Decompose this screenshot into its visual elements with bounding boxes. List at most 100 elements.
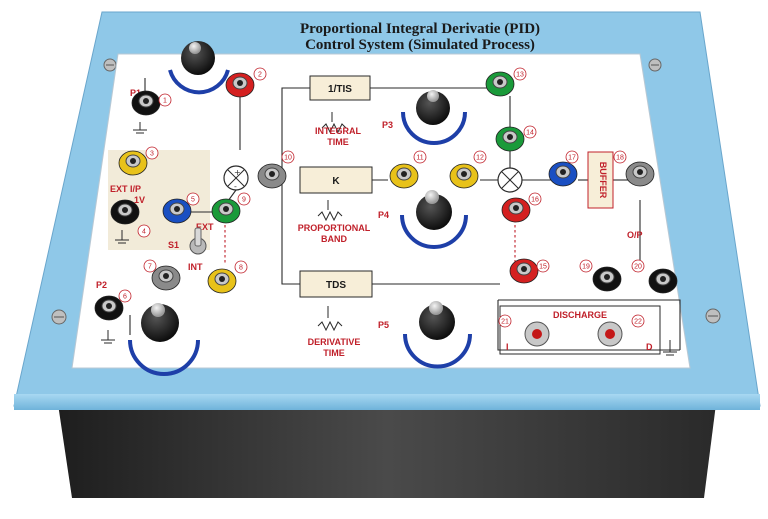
terminal-number-11: 11: [413, 150, 427, 164]
label-proportional-band: BAND: [321, 234, 347, 244]
svg-text:16: 16: [531, 197, 539, 204]
screw-icon: [648, 58, 662, 72]
terminal-number-19: 19: [579, 259, 593, 273]
summer-plus-sign: +: [234, 168, 241, 177]
svg-text:15: 15: [539, 264, 547, 271]
svg-text:11: 11: [416, 155, 423, 162]
terminal-socket-3[interactable]: [118, 150, 148, 176]
ground-icon: [115, 230, 129, 244]
toggle-switch-s1[interactable]: [189, 227, 207, 255]
summer-minus-sign: -: [234, 182, 237, 191]
label-p1: P1: [130, 88, 141, 98]
terminal-socket-10[interactable]: [257, 163, 287, 189]
svg-text:12: 12: [476, 155, 484, 162]
svg-text:10: 10: [284, 155, 292, 162]
potentiometer-knob-p5[interactable]: [403, 301, 472, 369]
discharge-switch-integral[interactable]: [524, 321, 550, 347]
label-ext: EXT: [196, 222, 214, 232]
svg-text:18: 18: [616, 155, 624, 162]
svg-text:8: 8: [239, 265, 243, 272]
ground-icon: [133, 122, 147, 134]
label-discharge-i: I: [506, 342, 509, 352]
terminal-socket-8[interactable]: [207, 268, 237, 294]
label-p3: P3: [382, 120, 393, 130]
potentiometer-knob-p3[interactable]: [401, 90, 467, 145]
integral-block: [309, 75, 371, 101]
terminal-number-20: 20: [631, 259, 645, 273]
terminal-socket-20[interactable]: [648, 268, 678, 294]
potentiometer-knob-p1[interactable]: [168, 41, 230, 95]
terminal-socket-6[interactable]: [94, 295, 124, 321]
summing-junction-icon: [497, 167, 523, 193]
label-discharge: DISCHARGE: [553, 310, 607, 320]
terminal-socket-15[interactable]: [509, 258, 539, 284]
terminal-number-4: 4: [137, 224, 151, 238]
ground-icon: [101, 330, 115, 344]
svg-text:1: 1: [163, 98, 167, 105]
buffer-block: [587, 151, 614, 209]
terminal-socket-18[interactable]: [625, 161, 655, 187]
terminal-number-7: 7: [143, 259, 157, 273]
terminal-socket-12[interactable]: [449, 163, 479, 189]
terminal-sockets: [94, 71, 678, 321]
svg-text:17: 17: [568, 155, 576, 162]
terminal-number-12: 12: [473, 150, 487, 164]
title-line-2: Control System (Simulated Process): [305, 37, 535, 53]
terminal-socket-14[interactable]: [495, 126, 525, 152]
screw-icon: [51, 309, 67, 325]
label-p5: P5: [378, 320, 389, 330]
terminal-socket-9[interactable]: [211, 198, 241, 224]
potentiometer-symbol-icon: [317, 200, 343, 222]
terminal-socket-4[interactable]: [110, 199, 140, 225]
proportional-block-label: K: [332, 176, 340, 187]
terminal-socket-16[interactable]: [501, 197, 531, 223]
terminal-number-1: 1: [158, 93, 172, 107]
label-ext-ip: EXT I/P: [110, 184, 141, 194]
label-integral: INTEGRAL: [315, 126, 362, 136]
title-line-1: Proportional Integral Derivatie (PID): [300, 21, 540, 37]
svg-text:21: 21: [501, 319, 509, 326]
svg-text:19: 19: [582, 264, 590, 271]
potentiometer-symbol-icon: [317, 306, 343, 332]
terminal-number-13: 13: [513, 67, 527, 81]
discharge-switch-derivative[interactable]: [597, 321, 623, 347]
potentiometer-knob-p2[interactable]: [128, 303, 200, 376]
svg-text:6: 6: [123, 294, 127, 301]
terminal-number-3: 3: [145, 146, 159, 160]
label-int: INT: [188, 262, 203, 272]
enclosure-box: [58, 404, 716, 498]
svg-text:13: 13: [516, 72, 524, 79]
terminal-socket-11[interactable]: [389, 163, 419, 189]
terminal-number-2: 2: [253, 67, 267, 81]
discharge-panel: [499, 305, 661, 355]
terminal-number-21: 21: [498, 314, 512, 328]
label-ext-ip-range: 1V: [134, 195, 145, 205]
ground-icon: [663, 340, 677, 356]
terminal-socket-2[interactable]: [225, 72, 255, 98]
label-proportional: PROPORTIONAL: [298, 223, 371, 233]
terminal-socket-5[interactable]: [162, 198, 192, 224]
terminal-socket-1[interactable]: [131, 90, 161, 116]
screw-icon: [705, 308, 721, 324]
svg-text:7: 7: [148, 264, 152, 271]
svg-text:5: 5: [191, 197, 195, 204]
terminal-number-10: 10: [281, 150, 295, 164]
potentiometer-symbol-icon: [321, 112, 347, 134]
summing-junction-icon: + -: [223, 165, 249, 191]
terminal-socket-13[interactable]: [485, 71, 515, 97]
terminal-socket-7[interactable]: [151, 265, 181, 291]
svg-text:20: 20: [634, 264, 642, 271]
terminal-number-17: 17: [565, 150, 579, 164]
terminal-socket-19[interactable]: [592, 266, 622, 292]
terminal-socket-17[interactable]: [548, 161, 578, 187]
label-integral-time: TIME: [327, 137, 349, 147]
terminal-number-14: 14: [523, 125, 537, 139]
derivative-block: [299, 270, 373, 298]
potentiometer-knob-p4[interactable]: [400, 190, 468, 249]
integral-block-label: 1/TIS: [328, 84, 352, 95]
terminal-number-22: 22: [631, 314, 645, 328]
terminal-number-8: 8: [234, 260, 248, 274]
terminal-number-18: 18: [613, 150, 627, 164]
terminal-number-6: 6: [118, 289, 132, 303]
